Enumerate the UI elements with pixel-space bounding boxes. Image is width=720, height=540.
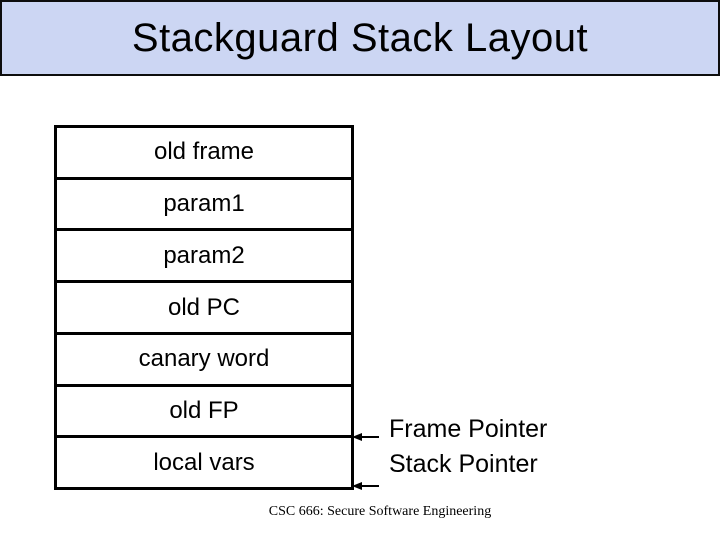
stack-cell-old-fp: old FP	[57, 387, 351, 439]
stack-diagram: old frame param1 param2 old PC canary wo…	[54, 125, 354, 490]
stack-cell-local-vars: local vars	[153, 448, 255, 476]
stack-cell-old-pc: old PC	[57, 283, 351, 335]
stack-cell-old-frame: old frame	[57, 128, 351, 180]
page-title: Stackguard Stack Layout	[131, 15, 589, 60]
stack-pointer-arrow-icon	[352, 480, 380, 492]
frame-pointer-arrow-icon	[352, 431, 380, 443]
pointer-labels: Frame Pointer Stack Pointer	[389, 412, 547, 482]
stack-cell-param1: param1	[57, 180, 351, 232]
stack-cell-param2: param2	[57, 231, 351, 284]
title-bar: Stackguard Stack Layout	[0, 0, 720, 76]
stack-pointer-label: Stack Pointer	[389, 450, 538, 478]
stack-cell-canary-word: canary word	[57, 335, 351, 387]
footer-text: CSC 666: Secure Software Engineering	[268, 504, 492, 519]
frame-pointer-label: Frame Pointer	[389, 415, 548, 443]
